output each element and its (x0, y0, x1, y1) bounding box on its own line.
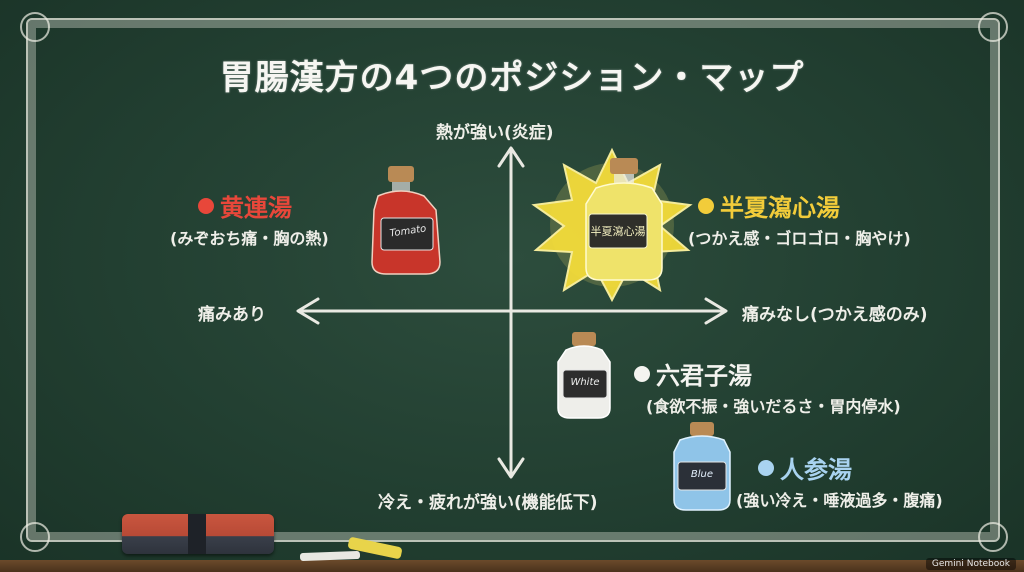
white-bottle-icon (557, 332, 611, 419)
eraser-band (188, 514, 206, 554)
herb-color-dot (198, 197, 214, 214)
red-bottle-icon (371, 166, 441, 275)
axis-label-bottom: 冷え・疲れが強い(機能低下) (378, 493, 598, 513)
herb-color-dot (698, 197, 714, 214)
herb-desc: (食欲不振・強いだるさ・胃内停水) (646, 397, 901, 416)
yellow-bottle-icon (585, 158, 663, 281)
blue-bottle-icon (673, 422, 731, 511)
herb-oren-to: 黄連湯 (みぞおち痛・胸の熱) (170, 188, 329, 249)
herb-name: 人参湯 (780, 456, 852, 484)
corner-ornament (978, 12, 1008, 42)
herb-desc: (つかえ感・ゴロゴロ・胸やけ) (688, 229, 911, 248)
credit-badge: Gemini Notebook (925, 558, 1016, 570)
herb-name: 黄連湯 (220, 194, 292, 222)
axis-arrow-left (296, 297, 320, 325)
white-bottle-label: White (570, 377, 600, 388)
herb-desc: (強い冷え・唾液過多・腹痛) (736, 491, 943, 510)
corner-ornament (20, 12, 50, 42)
axis-arrow-down (497, 457, 525, 479)
herb-ninjin-to: 人参湯 (強い冷え・唾液過多・腹痛) (736, 450, 943, 511)
chalk-ledge (0, 560, 1024, 572)
axis-label-top: 熱が強い(炎症) (436, 123, 554, 143)
herb-name: 半夏瀉心湯 (720, 194, 840, 222)
herb-desc: (みぞおち痛・胸の熱) (170, 229, 329, 248)
axis-label-right: 痛みなし(つかえ感のみ) (742, 305, 928, 325)
herb-hange-shashin-to: 半夏瀉心湯 (つかえ感・ゴロゴロ・胸やけ) (688, 188, 911, 249)
axis-arrow-right (704, 297, 728, 325)
corner-ornament (978, 522, 1008, 552)
herb-color-dot (758, 459, 774, 476)
yellow-bottle-label: 半夏瀉心湯 (590, 225, 646, 238)
corner-ornament (20, 522, 50, 552)
blue-bottle-label: Blue (690, 469, 714, 480)
herb-color-dot (634, 365, 650, 382)
chalk-frame (26, 18, 1000, 542)
axis-label-left: 痛みあり (198, 305, 266, 325)
herb-name: 六君子湯 (656, 362, 752, 390)
herb-rikkunshi-to: 六君子湯 (食欲不振・強いだるさ・胃内停水) (634, 356, 901, 417)
axis-arrow-up (497, 146, 525, 168)
page-title: 胃腸漢方の4つのポジション・マップ (219, 58, 805, 98)
